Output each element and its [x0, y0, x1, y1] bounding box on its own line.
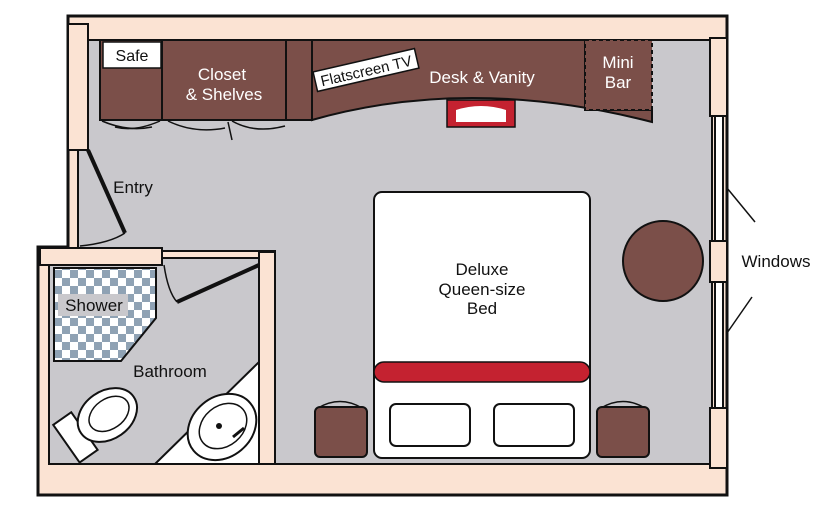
nightstand-left — [314, 406, 368, 458]
bathroom-door-arc — [163, 264, 178, 303]
window-mullion — [709, 240, 728, 283]
bathroom-right-wall — [258, 251, 276, 465]
window-line-upper — [726, 187, 756, 223]
entry-label: Entry — [113, 178, 153, 197]
sink-drain — [216, 423, 222, 429]
closet-label-line2: & Shelves — [186, 85, 263, 104]
desk-label: Desk & Vanity — [429, 68, 535, 87]
bed-label-line2: Queen-size — [439, 280, 526, 299]
mini-bar — [584, 39, 653, 111]
entry-door — [86, 149, 127, 234]
left-upper-wall — [67, 23, 89, 151]
toilet — [51, 387, 138, 464]
desk-chair-seat — [456, 106, 506, 122]
closet-door-arc-4 — [231, 120, 286, 130]
shower-label-bg — [58, 294, 128, 316]
bed — [373, 191, 591, 459]
bed-label-line1: Deluxe — [456, 260, 509, 279]
window-glass-lower — [714, 281, 724, 409]
shower-label: Shower — [65, 296, 123, 315]
closet-door-arc-2 — [114, 120, 161, 130]
right-wall-upper — [709, 37, 728, 117]
window-glass-upper — [714, 115, 724, 243]
entry-door-arc — [79, 232, 126, 247]
window-line-lower — [726, 296, 753, 334]
closet-label-line1: Closet — [198, 65, 246, 84]
pillow-left — [389, 403, 471, 447]
minibar-label-line2: Bar — [605, 73, 632, 92]
safe-box — [102, 41, 162, 69]
closet-door-hinge — [227, 121, 233, 141]
bathroom-door — [176, 263, 260, 304]
bed-runner — [373, 361, 591, 383]
bathroom-label: Bathroom — [133, 362, 207, 381]
sink-faucet — [232, 426, 245, 439]
pillow-right — [493, 403, 575, 447]
safe-label: Safe — [116, 48, 149, 65]
bed-label-line3: Bed — [467, 299, 497, 318]
right-wall-lower — [709, 407, 728, 469]
bathroom-top-wall — [39, 247, 163, 266]
nightstand-right — [596, 406, 650, 458]
closet-door-arc-3 — [167, 120, 226, 131]
minibar-label-line1: Mini — [602, 53, 633, 72]
windows-label: Windows — [742, 252, 811, 271]
round-table — [622, 220, 704, 302]
